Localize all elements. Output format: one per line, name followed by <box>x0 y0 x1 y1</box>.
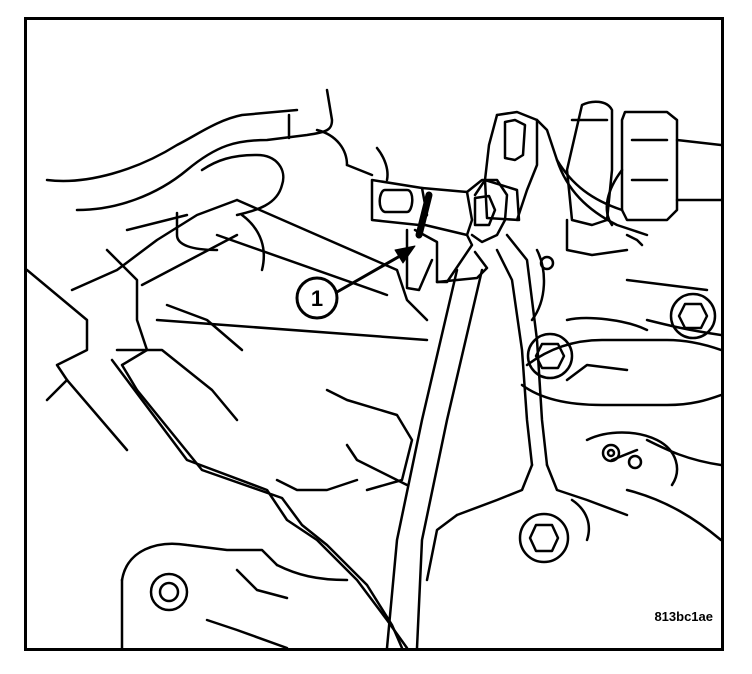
callout-number: 1 <box>311 286 323 311</box>
bolt-middle <box>526 332 574 380</box>
mounting-bolts <box>149 292 717 612</box>
tube-bracket <box>385 233 629 648</box>
callout-1: 1 <box>295 276 339 320</box>
right-housing <box>520 248 721 542</box>
engine-sensor-illustration: 1 <box>27 88 721 648</box>
illustration-frame: 1 813bc1ae <box>24 17 724 651</box>
wiring-connectors <box>473 100 721 257</box>
cover-plate <box>27 198 429 648</box>
callout-arrow <box>335 245 416 294</box>
bolt-lower-left <box>149 572 189 612</box>
lower-left-housing <box>120 542 349 648</box>
bolt-upper-right <box>669 292 717 340</box>
figure-id: 813bc1ae <box>654 609 713 624</box>
bolt-lower <box>518 512 570 564</box>
camshaft-position-sensor <box>370 178 509 292</box>
